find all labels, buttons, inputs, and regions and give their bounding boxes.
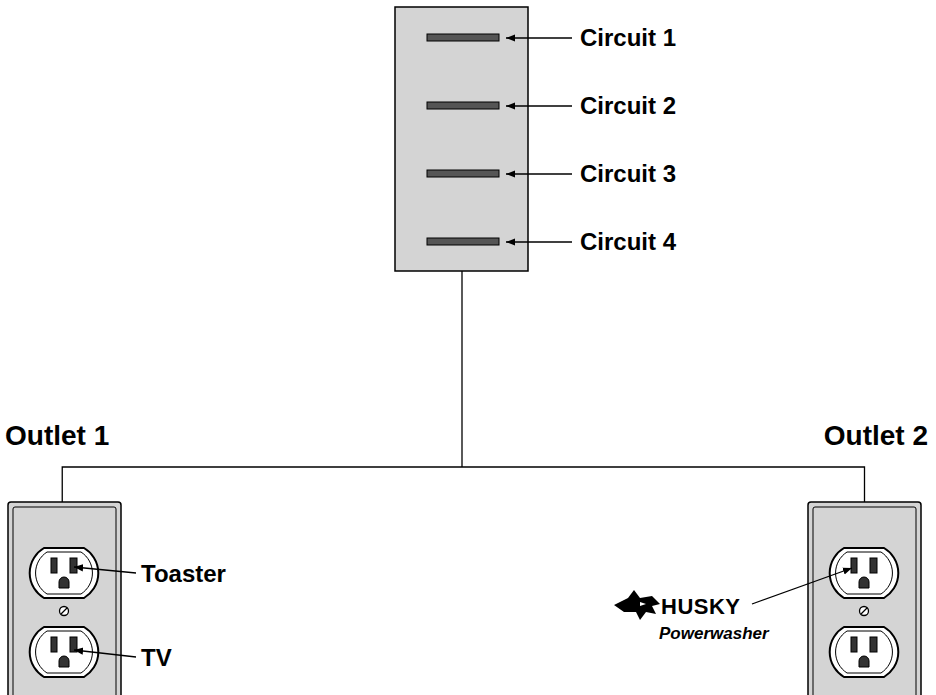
wire xyxy=(62,467,864,502)
leader-line xyxy=(752,568,852,604)
outlet-heading: Outlet 1 xyxy=(5,420,109,452)
breaker-panel xyxy=(395,7,572,271)
circuit-label: Circuit 1 xyxy=(580,24,676,52)
leader-line xyxy=(506,37,572,38)
breaker-slot xyxy=(427,34,499,41)
appliance-label: TV xyxy=(141,644,172,672)
circuit-label: Circuit 3 xyxy=(580,160,676,188)
breaker-slot xyxy=(427,102,499,109)
outlet-plate xyxy=(8,502,121,695)
outlet-box: Outlet 1 xyxy=(8,502,121,695)
appliance-label: Powerwasher xyxy=(659,624,769,644)
breaker-slot xyxy=(427,238,499,245)
outlet-plate xyxy=(808,502,921,695)
brand-logo-eye xyxy=(640,602,646,606)
feed-wire xyxy=(461,271,462,467)
leader-line xyxy=(506,173,572,174)
brand-logo xyxy=(614,590,660,620)
brand-name: HUSKY xyxy=(661,594,741,620)
outlet-box: Outlet 2 xyxy=(808,502,921,695)
leader-line xyxy=(74,650,136,657)
leader-line xyxy=(74,567,136,573)
circuit-label: Circuit 2 xyxy=(580,92,676,120)
outlet-heading: Outlet 2 xyxy=(824,420,928,452)
circuit-label: Circuit 4 xyxy=(580,228,676,256)
breaker-slot xyxy=(427,170,499,177)
appliance-label: Toaster xyxy=(141,560,226,588)
leader-line xyxy=(506,241,572,242)
leader-line xyxy=(506,105,572,106)
